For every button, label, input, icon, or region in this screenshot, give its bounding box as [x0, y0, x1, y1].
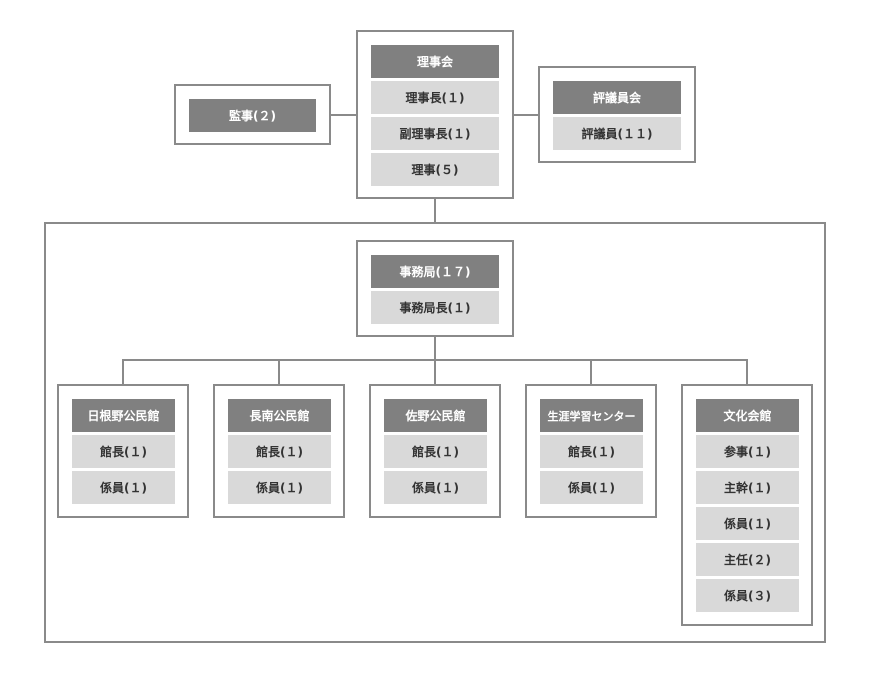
council-box: 評議員会 評議員(１１): [538, 66, 696, 163]
office-frame: [44, 222, 826, 643]
facility-sano: 佐野公民館 館長(１) 係員(１): [369, 384, 501, 518]
secretariat-member: 事務局長(１): [371, 291, 499, 324]
facility-title: 日根野公民館: [72, 399, 175, 432]
facility-member: 館長(１): [228, 435, 331, 468]
facility-title: 長南公民館: [228, 399, 331, 432]
connector-secretariat-bus: [434, 336, 436, 360]
facility-culture-hall: 文化会館 参事(１) 主幹(１) 係員(１) 主任(２) 係員(３): [681, 384, 813, 626]
facility-title: 佐野公民館: [384, 399, 487, 432]
facility-chonan: 長南公民館 館長(１) 係員(１): [213, 384, 345, 518]
connector-drop-3: [434, 359, 436, 385]
board-title: 理事会: [371, 45, 499, 78]
facility-member: 館長(１): [540, 435, 643, 468]
facility-member: 係員(１): [384, 471, 487, 504]
auditor-label: 監事(２): [189, 99, 316, 132]
connector-board-council: [513, 114, 539, 116]
connector-drop-4: [590, 359, 592, 385]
facility-member: 館長(１): [72, 435, 175, 468]
board-box: 理事会 理事長(１) 副理事長(１) 理事(５): [356, 30, 514, 199]
secretariat-title: 事務局(１７): [371, 255, 499, 288]
facility-hineno: 日根野公民館 館長(１) 係員(１): [57, 384, 189, 518]
council-member: 評議員(１１): [553, 117, 681, 150]
connector-board-office: [434, 198, 436, 222]
facility-member: 係員(１): [696, 507, 799, 540]
board-member: 副理事長(１): [371, 117, 499, 150]
facility-member: 係員(３): [696, 579, 799, 612]
connector-drop-2: [278, 359, 280, 385]
secretariat-box: 事務局(１７) 事務局長(１): [356, 240, 514, 337]
council-title: 評議員会: [553, 81, 681, 114]
auditor-box: 監事(２): [174, 84, 331, 145]
connector-auditor-board: [330, 114, 358, 116]
facility-member: 係員(１): [540, 471, 643, 504]
board-member: 理事長(１): [371, 81, 499, 114]
board-member: 理事(５): [371, 153, 499, 186]
facility-member: 参事(１): [696, 435, 799, 468]
facility-member: 係員(１): [228, 471, 331, 504]
connector-drop-1: [122, 359, 124, 385]
connector-drop-5: [746, 359, 748, 385]
facility-member: 係員(１): [72, 471, 175, 504]
facility-member: 主幹(１): [696, 471, 799, 504]
facility-member: 主任(２): [696, 543, 799, 576]
facility-title: 文化会館: [696, 399, 799, 432]
facility-member: 館長(１): [384, 435, 487, 468]
facility-lifelong-learning: 生涯学習センター 館長(１) 係員(１): [525, 384, 657, 518]
facility-title: 生涯学習センター: [540, 399, 643, 432]
